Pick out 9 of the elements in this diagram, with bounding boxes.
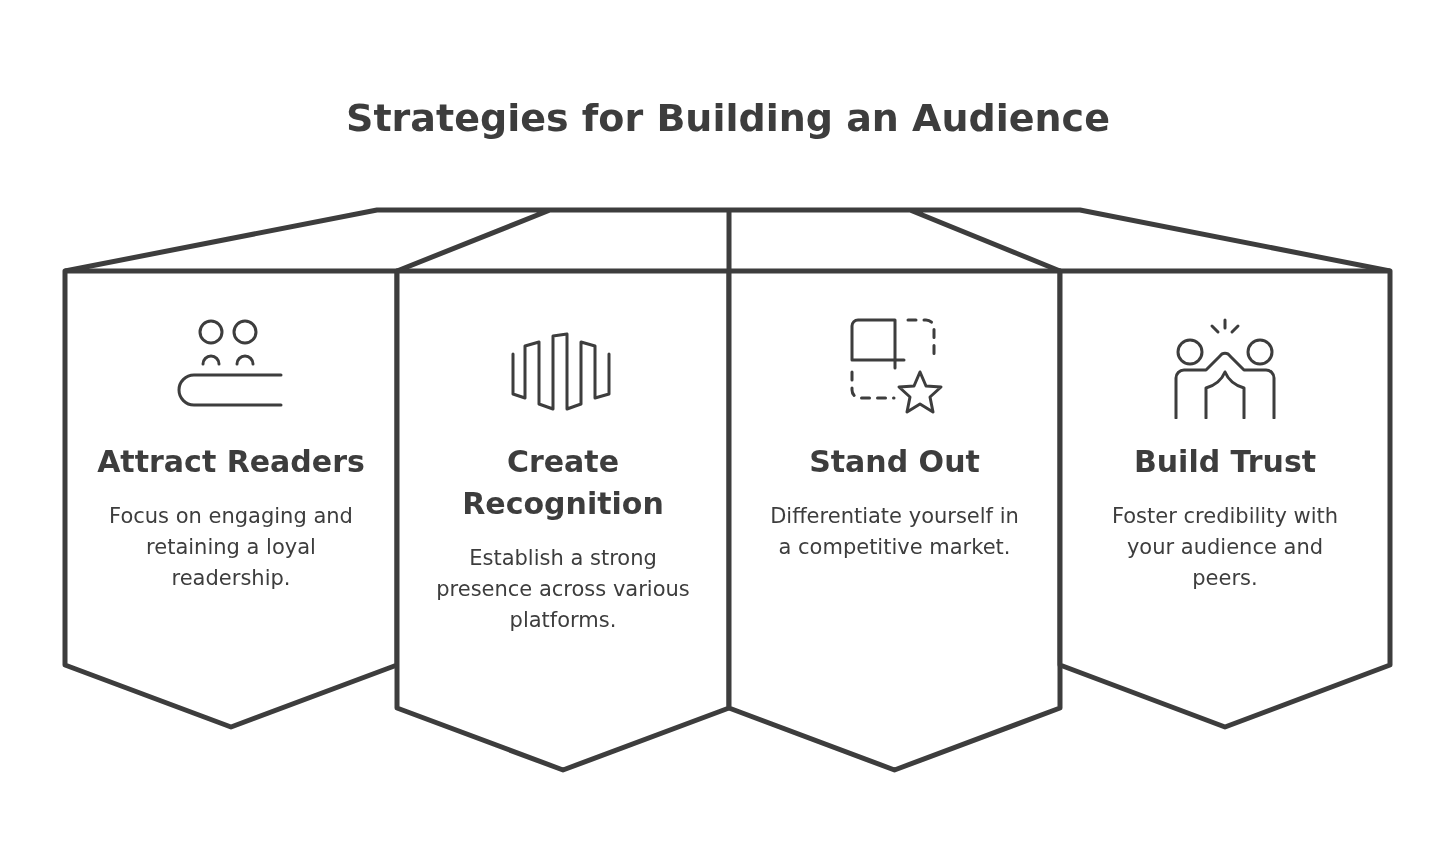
banner-description: Establish a strong presence across various platforms. [435, 545, 691, 634]
banner-description: Focus on engaging and retaining a loyal readership. [108, 503, 354, 592]
banner-heading: Stand Out [808, 443, 981, 481]
banner-heading: Create Recognition [461, 443, 665, 523]
banner-description: Differentiate yourself in a competitive market. [769, 503, 1020, 561]
banner-description: Foster credibility with your audience and peers. [1110, 503, 1340, 592]
banner-heading: Build Trust [1132, 443, 1318, 481]
banner-heading: Attract Readers [96, 443, 366, 481]
diagram-title: Strategies for Building an Audience [345, 96, 1111, 140]
